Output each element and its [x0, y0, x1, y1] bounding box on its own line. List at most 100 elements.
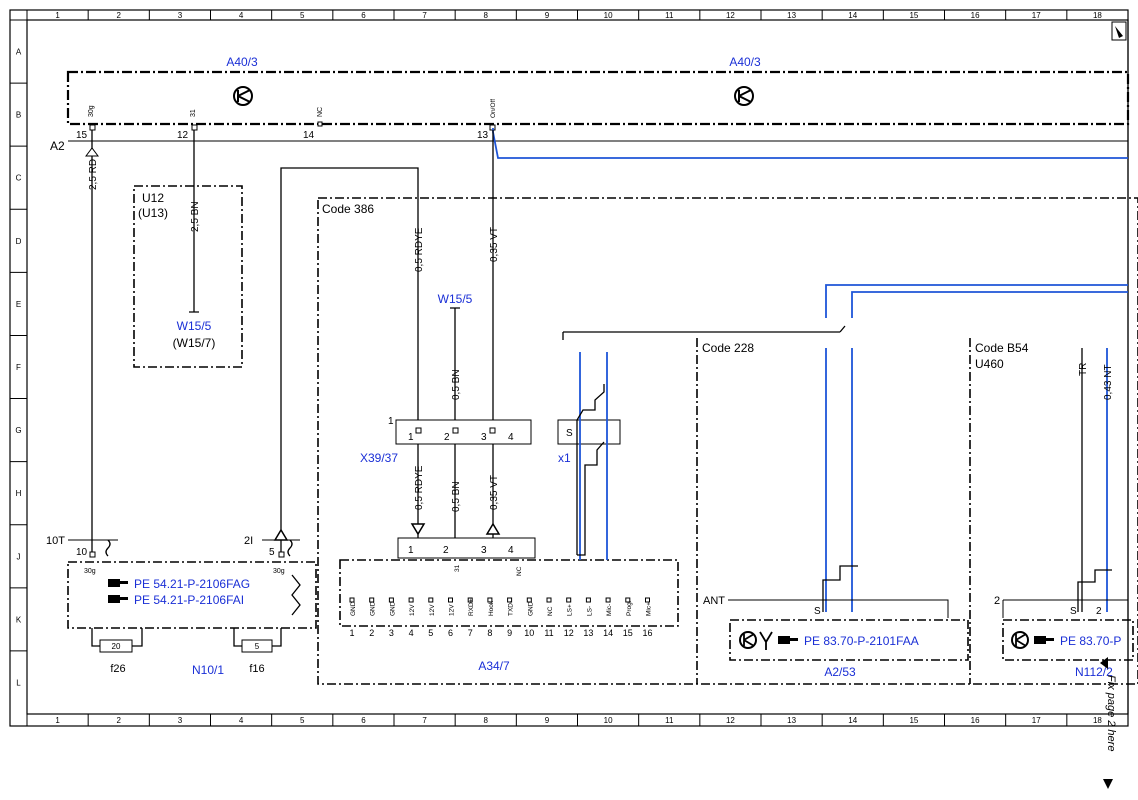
- n112-shield-trace: [1077, 569, 1112, 612]
- n10-1-label: N10/1: [192, 663, 224, 677]
- wire-label: 2,5 BN: [190, 201, 201, 232]
- a34-pin-number: 1: [349, 628, 354, 638]
- a34-pin-terminal: [448, 597, 453, 603]
- ten-t-label: 10T: [46, 535, 65, 547]
- u460-label: U460: [975, 357, 1004, 371]
- row-letter: G: [15, 426, 21, 435]
- wire-label: 0,5 RDYE: [414, 465, 425, 510]
- code-b54-label: Code B54: [975, 341, 1029, 355]
- a34-pin-name: GND: [350, 601, 357, 616]
- blue-bus-wire-1: [825, 284, 1128, 318]
- column-number: 14: [848, 716, 857, 725]
- corner-page-icon: [1111, 21, 1127, 41]
- column-number: 4: [239, 11, 244, 20]
- a34-pin-number: 2: [369, 628, 374, 638]
- n10-1-box: [67, 561, 317, 629]
- a34-pin-number: 7: [468, 628, 473, 638]
- w15-5-mid-label: W15/5: [438, 292, 473, 306]
- arrow-up-icon: [1100, 657, 1108, 669]
- column-number: 7: [422, 11, 427, 20]
- a2-53-shield-trace: [822, 565, 858, 612]
- row-letter: K: [16, 615, 22, 624]
- u13-label: (U13): [138, 206, 168, 220]
- a2-53-ref: PE 83.70-P-2101FAA: [804, 634, 919, 648]
- a34-pin-number: 12: [564, 628, 574, 638]
- n10-1-pin-5: 5 30g: [269, 547, 285, 575]
- column-number: 14: [848, 11, 857, 20]
- w15-7-label: (W15/7): [173, 336, 216, 350]
- side-note-text: Fix page 2 here: [1105, 675, 1117, 751]
- a2-53-connector-line: [728, 599, 949, 618]
- a34-pin-number: 8: [487, 628, 492, 638]
- column-number: 1: [55, 716, 60, 725]
- a34-pin-number: 15: [623, 628, 633, 638]
- row-letter: C: [16, 174, 22, 183]
- column-number: 9: [545, 716, 550, 725]
- column-number: 11: [665, 716, 674, 725]
- n10-coil-left: [105, 539, 111, 557]
- column-number: 17: [1032, 716, 1041, 725]
- a34-pin-terminal: [585, 597, 591, 603]
- blue-bus-wire-2: [851, 291, 1128, 318]
- n10-pin-number: 5: [269, 547, 275, 558]
- wire-label: 0,35 VT: [489, 227, 500, 262]
- n112-pin: 2: [1096, 606, 1102, 617]
- wire-2i-to-x39: [280, 167, 419, 552]
- a34-7-box: [339, 559, 679, 627]
- column-number: 10: [604, 716, 613, 725]
- fuse-f16-leads: [233, 628, 282, 647]
- top-pin-number: 15: [76, 130, 88, 141]
- a40-3-label-right: A40/3: [729, 55, 761, 69]
- wire-label: 0,35 VT: [489, 475, 500, 510]
- row-letter: H: [16, 489, 22, 498]
- n10-pin-name: 30g: [84, 568, 96, 575]
- n112-connector-line: [1002, 599, 1128, 618]
- n112-label: N112/2: [1075, 665, 1113, 679]
- fuse-f16: [241, 639, 273, 653]
- arrow-up-icon: [485, 522, 501, 535]
- w15-5-label: W15/5: [177, 319, 212, 333]
- column-number: 9: [545, 11, 550, 20]
- column-number: 6: [361, 11, 366, 20]
- x1-connector: [557, 419, 621, 445]
- x1-shield-trace: [576, 384, 605, 556]
- a2-53-pin: S: [814, 606, 821, 617]
- column-number: 8: [484, 11, 489, 20]
- a34-pin-number: 3: [389, 628, 394, 638]
- n10-coil-right: [287, 539, 293, 557]
- a34-pin-terminal: [526, 597, 532, 603]
- f16-label: f16: [249, 663, 264, 675]
- wire-label: 0,5 BN: [451, 369, 462, 400]
- side-note: Fix page 2 here: [1098, 655, 1118, 795]
- a34-pin-terminal: [369, 597, 375, 603]
- x39-pin: 4: [508, 432, 514, 443]
- a34-pin-terminal: [507, 597, 513, 603]
- column-number: 13: [787, 716, 796, 725]
- column-number: 7: [422, 716, 427, 725]
- on-off-blue-wire: [492, 128, 1128, 159]
- pointing-hand-icon: [108, 595, 128, 603]
- a40-3-label-left: A40/3: [226, 55, 258, 69]
- a34-pin-name: RXD+: [468, 598, 475, 616]
- column-number: 4: [239, 716, 244, 725]
- a34-pin-terminal: [645, 597, 650, 603]
- column-number: 12: [726, 11, 735, 20]
- n10-ref: PE 54.21-P-2106FAG: [134, 577, 250, 591]
- column-number: 5: [300, 716, 305, 725]
- transistor-icon: [739, 631, 757, 649]
- row-letter: F: [16, 363, 21, 372]
- ant-label: ANT: [703, 595, 725, 607]
- a34-pin-name: 12V: [429, 604, 436, 616]
- fuse-f26: [99, 639, 133, 653]
- n10-pin-number: 10: [76, 547, 88, 558]
- top-pin-name: On/Off: [490, 99, 497, 118]
- column-number: 13: [787, 11, 796, 20]
- column-number: 18: [1093, 11, 1102, 20]
- a34-pin-number: 10: [524, 628, 534, 638]
- fuse-f26-leads: [91, 628, 143, 647]
- a34-top-pin: 4: [508, 545, 514, 556]
- wire-label: TR: [1078, 363, 1089, 376]
- a34-pin-terminal: [625, 597, 631, 603]
